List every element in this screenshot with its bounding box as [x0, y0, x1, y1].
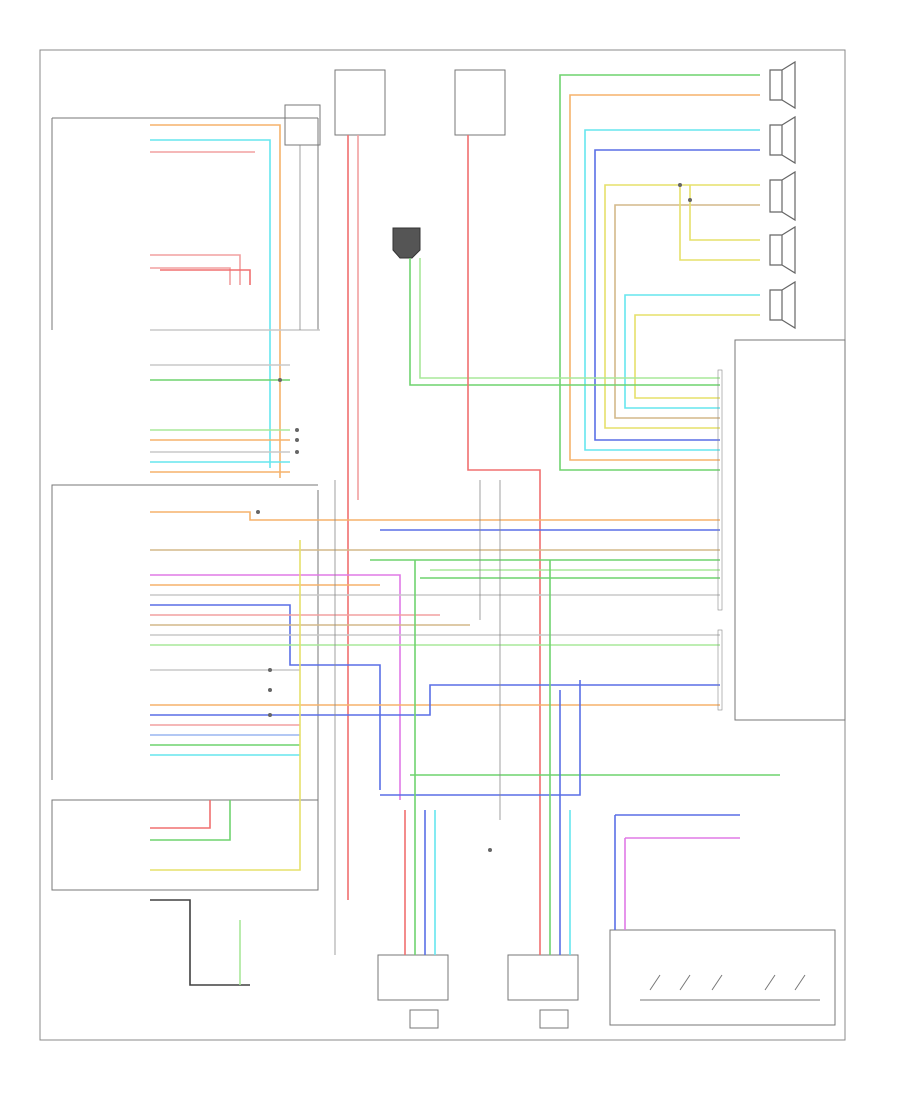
- wire-yellow-speaker-4: [679, 185, 760, 261]
- steering-switch-contacts: [640, 974, 820, 1001]
- ground-right: [539, 1009, 569, 1029]
- speaker-icon-2: [769, 115, 796, 165]
- wire-violet-h1: [150, 574, 401, 800]
- speaker-icon-3: [769, 170, 796, 222]
- wire-cyan-speaker-2: [624, 294, 760, 409]
- wire-red-long-2: [467, 135, 541, 955]
- wire-pink-mid-1: [150, 254, 241, 285]
- wire-blue-h2: [150, 604, 381, 790]
- wire-blue-bottom: [380, 680, 581, 796]
- wire-tan-speaker: [614, 204, 760, 419]
- wire-black-antenna: [150, 899, 250, 986]
- fuse-block-1: [334, 69, 386, 136]
- fuse-block-2: [454, 69, 506, 136]
- fuse-block-3: [284, 104, 321, 146]
- radio-module-box: [51, 117, 319, 890]
- junction-dots: [256, 183, 692, 852]
- wire-yellow-speaker-1: [604, 184, 760, 429]
- wire-red-left: [160, 269, 251, 285]
- wire-orange-top: [150, 124, 281, 478]
- speaker-icon-5: [769, 280, 796, 330]
- wire-yellow-antenna: [150, 540, 301, 871]
- wire-yellow-speaker-2: [634, 314, 760, 399]
- connector-pin-column: [717, 369, 723, 711]
- wire-yellow-speaker-3: [689, 185, 760, 241]
- steering-switch-box: [609, 929, 836, 1026]
- diagram-frame: [39, 49, 846, 1041]
- wire-blue-h3: [150, 684, 720, 716]
- right-connector-box: [734, 339, 846, 721]
- center-speaker-icon: [392, 227, 421, 259]
- ground-left: [409, 1009, 439, 1029]
- wire-cyan-speaker-1: [584, 129, 760, 451]
- wire-red-antenna: [150, 800, 211, 829]
- speaker-icon-1: [769, 60, 796, 110]
- right-speaker-group: [769, 60, 796, 330]
- bottom-center-module: [507, 954, 579, 1001]
- wire-lightgreen-center: [419, 258, 720, 379]
- wire-green-center: [409, 258, 720, 386]
- wire-green-antenna: [150, 800, 231, 841]
- speaker-icon-4: [769, 225, 796, 275]
- wire-cyan-top: [150, 139, 271, 468]
- bottom-left-module: [377, 954, 449, 1001]
- wire-orange-speaker: [569, 94, 760, 461]
- wire-green-speaker: [559, 74, 760, 471]
- wire-orange-h1: [150, 511, 720, 521]
- wire-pink-mid-2: [150, 267, 231, 285]
- antenna-amp-box: [51, 799, 319, 891]
- wire-blue-speaker: [594, 149, 760, 441]
